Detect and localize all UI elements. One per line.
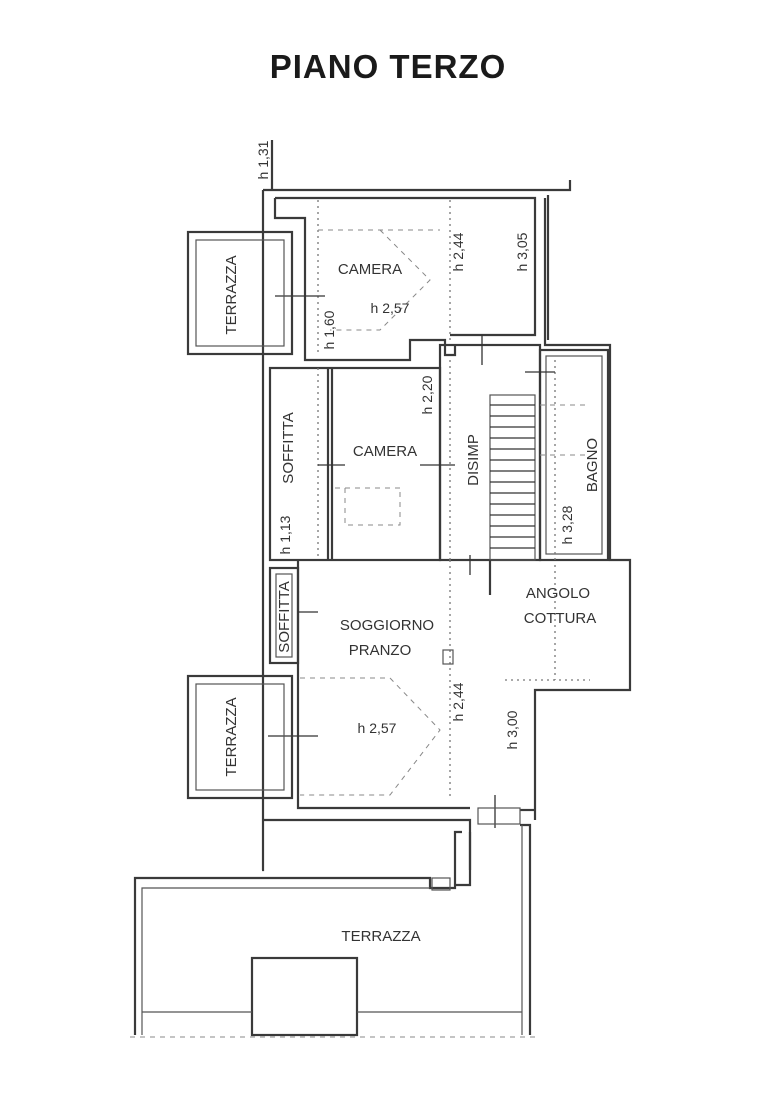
height-h244-bottom: h 2,44 bbox=[450, 682, 466, 721]
height-h244-top: h 2,44 bbox=[450, 232, 466, 271]
camera-top-walls bbox=[273, 198, 457, 362]
height-h220: h 2,20 bbox=[419, 375, 435, 414]
label-terrazza-bottom: TERRAZZA bbox=[341, 928, 420, 945]
height-h113: h 1,13 bbox=[277, 515, 293, 554]
label-camera-top: CAMERA bbox=[338, 261, 402, 278]
label-pranzo: PRANZO bbox=[349, 642, 412, 659]
plan-title: PIANO TERZO bbox=[269, 48, 507, 85]
label-soffitta-upper: SOFFITTA bbox=[280, 412, 297, 483]
height-h305: h 3,05 bbox=[514, 232, 530, 271]
label-angolo: ANGOLO bbox=[526, 585, 590, 602]
label-bagno: BAGNO bbox=[584, 438, 601, 492]
wall-top-inner bbox=[275, 196, 537, 337]
middle-band bbox=[268, 335, 610, 575]
height-h160: h 1,60 bbox=[321, 310, 337, 349]
wall-right bbox=[533, 198, 632, 820]
label-terrazza-top: TERRAZZA bbox=[223, 255, 240, 334]
lower-band bbox=[268, 560, 590, 828]
wall-bottom-left bbox=[263, 818, 472, 870]
label-soffitta-lower: SOFFITTA bbox=[276, 581, 293, 652]
label-cottura: COTTURA bbox=[524, 610, 597, 627]
label-terrazza-mid: TERRAZZA bbox=[223, 697, 240, 776]
label-camera-mid: CAMERA bbox=[353, 443, 417, 460]
terrazza-bottom-area bbox=[130, 823, 540, 1038]
outer-walls bbox=[261, 140, 632, 872]
height-h257-bottom: h 2,57 bbox=[358, 720, 397, 736]
label-disimp: DISIMP bbox=[465, 434, 482, 486]
terrazza-mid-box bbox=[186, 674, 294, 800]
height-h328: h 3,28 bbox=[559, 505, 575, 544]
height-h257-top: h 2,57 bbox=[371, 300, 410, 316]
wall-left bbox=[261, 190, 265, 872]
label-soggiorno: SOGGIORNO bbox=[340, 617, 434, 634]
staircase bbox=[489, 394, 536, 561]
wall-top bbox=[263, 180, 572, 192]
height-h131: h 1,31 bbox=[255, 140, 271, 179]
terrazza-top-box bbox=[186, 230, 294, 356]
camera-top-room bbox=[273, 198, 457, 362]
height-h300: h 3,00 bbox=[504, 710, 520, 749]
